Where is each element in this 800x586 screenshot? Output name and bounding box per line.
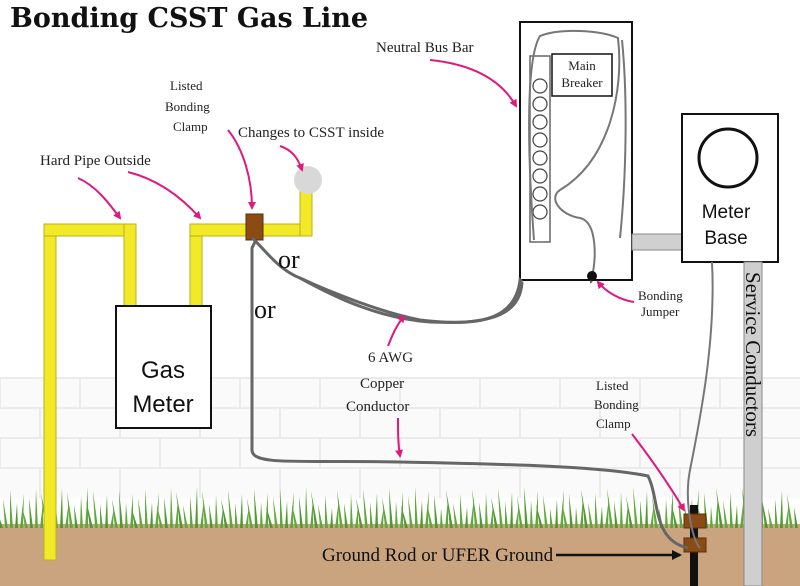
neutral-bus-bar-label: Neutral Bus Bar xyxy=(376,40,473,56)
top-clamp-label-2: Bonding xyxy=(165,99,210,114)
bonding-jumper-arrow xyxy=(596,280,635,303)
gas-meter xyxy=(115,305,212,429)
bottom-clamp-label-3: Clamp xyxy=(596,416,631,431)
bonding-jumper-label-1: Bonding xyxy=(638,288,683,303)
page-title: Bonding CSST Gas Line xyxy=(10,3,368,34)
or-label-2: or xyxy=(254,295,276,324)
service-conductor-conduit xyxy=(743,261,763,586)
ground-clamp-upper xyxy=(683,513,707,529)
gas-pipe xyxy=(43,185,313,561)
conduit xyxy=(631,233,683,251)
awg-label-2: Copper xyxy=(360,376,404,392)
meter-ground-wire xyxy=(686,261,714,549)
gas-meter-label-2: Meter xyxy=(132,391,193,418)
meter-dial xyxy=(697,127,759,189)
bus-bar-screws xyxy=(532,78,548,220)
bonding-conductor-bus-to-clamp xyxy=(299,276,524,324)
bottom-clamp-label-2: Bonding xyxy=(594,397,639,412)
awg-arrow-up xyxy=(387,314,406,347)
meter-base-label-1: Meter xyxy=(702,202,751,223)
awg-arrow-down xyxy=(395,417,403,458)
top-clamp-arrow xyxy=(227,129,256,210)
csst-label: Changes to CSST inside xyxy=(238,125,384,141)
neutral-bus-bar-arrow xyxy=(429,59,517,108)
top-clamp-label-3: Clamp xyxy=(173,119,208,134)
hard-pipe-arrow-2 xyxy=(127,171,202,220)
bonding-jumper-label-2: Jumper xyxy=(641,304,680,319)
hard-pipe-arrow-1 xyxy=(77,177,122,220)
meter-base-label-2: Base xyxy=(704,228,747,249)
panel-service-wires-2 xyxy=(619,39,627,239)
panel-service-wires xyxy=(528,29,621,277)
hard-pipe-label: Hard Pipe Outside xyxy=(40,153,151,169)
or-label-1: or xyxy=(278,245,300,274)
ground-rod-label: Ground Rod or UFER Ground xyxy=(322,545,554,566)
service-conductors-label: Service Conductors xyxy=(741,272,765,437)
main-breaker xyxy=(551,53,613,97)
bonding-jumper-dot xyxy=(587,271,597,281)
awg-label-1: 6 AWG xyxy=(368,350,413,366)
csst-transition-marker xyxy=(294,166,322,194)
top-clamp-label-1: Listed xyxy=(170,78,203,93)
pipe-bonding-clamp xyxy=(245,213,264,241)
awg-label-3: Conductor xyxy=(346,399,409,415)
bottom-clamp-label-1: Listed xyxy=(596,378,629,393)
bottom-clamp-arrow xyxy=(631,433,686,512)
gas-meter-label-1: Gas xyxy=(141,357,185,384)
bonding-conductor-to-ground xyxy=(250,239,689,550)
csst-arrow xyxy=(279,145,304,172)
main-breaker-label-2: Breaker xyxy=(561,75,603,90)
main-breaker-label-1: Main xyxy=(568,58,596,73)
